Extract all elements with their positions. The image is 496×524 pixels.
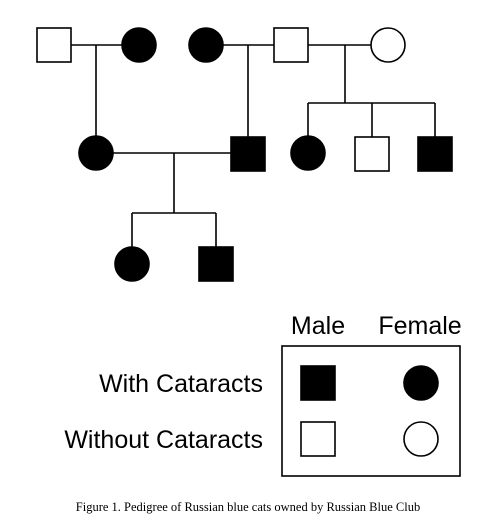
male-affected-symbol [198,246,234,282]
legend-female-affected-symbol [403,365,439,401]
legend-female-header: Female [378,312,461,340]
female-affected-symbol [188,27,224,63]
legend-male-header: Male [291,312,345,340]
male-unaffected-symbol [36,27,72,63]
pedigree-individuals [36,27,453,282]
female-unaffected-symbol [370,27,406,63]
male-unaffected-symbol [273,27,309,63]
female-affected-symbol [121,27,157,63]
figure-caption: Figure 1. Pedigree of Russian blue cats … [76,500,420,514]
legend-affected-label: With Cataracts [99,370,263,398]
female-affected-symbol [78,135,114,171]
legend-unaffected-label: Without Cataracts [64,426,263,454]
female-affected-symbol [114,246,150,282]
female-affected-symbol [290,135,326,171]
legend-box [281,345,461,477]
male-unaffected-symbol [354,136,390,172]
legend-male-affected-symbol [300,365,336,401]
legend-male-unaffected-symbol [300,421,336,457]
legend: Male Female With Cataracts Without Catar… [64,312,462,477]
male-affected-symbol [230,136,266,172]
pedigree-lines [71,44,436,247]
legend-female-unaffected-symbol [403,421,439,457]
male-affected-symbol [417,136,453,172]
